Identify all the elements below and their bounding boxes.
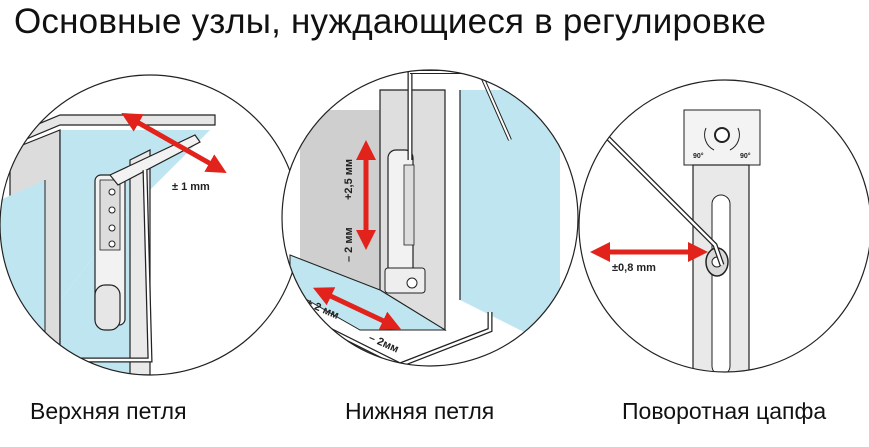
trunnion-panel: 90° 90° ±0,8 mm <box>578 79 869 373</box>
lower-hinge-caption: Нижняя петля <box>345 398 495 424</box>
rotation-left-label: 90° <box>693 152 704 160</box>
trunnion-adjust-label: ±0,8 mm <box>612 262 656 274</box>
lower-hinge-down-label: – 2 мм <box>343 227 355 262</box>
lower-hinge-panel: +2,5 мм – 2 мм + 2 мм – 2мм <box>281 69 579 367</box>
upper-hinge-panel: ± 1 mm <box>0 74 301 376</box>
page-title: Основные узлы, нуждающиеся в регулировке <box>14 2 767 41</box>
lower-hinge-up-label: +2,5 мм <box>343 159 355 200</box>
rotation-right-label: 90° <box>740 152 751 160</box>
upper-hinge-caption: Верхняя петля <box>30 398 187 424</box>
upper-hinge-adjust-label: ± 1 mm <box>172 181 210 193</box>
trunnion-caption: Поворотная цапфа <box>622 398 827 424</box>
